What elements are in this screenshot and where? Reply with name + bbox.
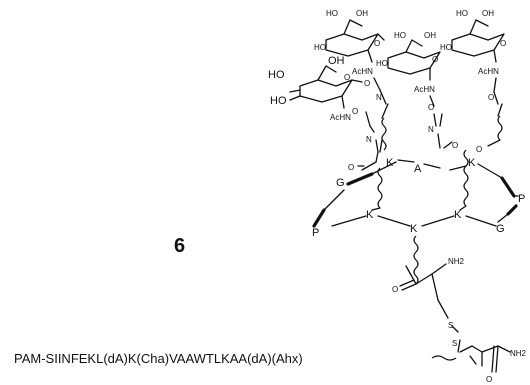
linker-2-n: N [376, 93, 382, 102]
sugar-3-oh-b: OH [424, 31, 436, 40]
cys-bottom-carbonyl-o: O [486, 375, 492, 384]
scaffold-k-center: K [410, 223, 418, 235]
sugar-2: HO OH HO O AcHN [314, 9, 385, 76]
linker-1: O N O [348, 107, 383, 172]
sugar-4-ho-a: HO [456, 9, 468, 18]
linker-4: O O [476, 77, 503, 154]
sugar-2-ho-a: HO [326, 9, 338, 18]
sugar-4: HO OH HO O AcHN [440, 9, 506, 76]
sugar-1-ho-c: HO [270, 95, 287, 107]
sugar-4-oh-b: OH [482, 9, 494, 18]
linker-1-n: N [366, 135, 372, 144]
peptide-sequence: PAM-SIINFEKL(dA)K(Cha)VAAWTLKAA(dA)(Ahx) [14, 351, 303, 366]
scaffold-g-left: G [336, 177, 345, 189]
linker-3: O N O [428, 95, 458, 150]
linker-3-o: O [428, 103, 434, 112]
compound-number: 6 [174, 235, 185, 257]
sugar-3-ho-c: HO [376, 59, 388, 68]
cys-top-carbonyl-o: O [392, 285, 398, 294]
sugar-3: HO OH HO O AcHN [376, 31, 441, 94]
sugar-4-ring-o: O [500, 39, 506, 48]
sugar-1-anomeric-o: O [364, 79, 370, 88]
scaffold-k-upper-right: K [468, 157, 476, 169]
cysteine-bottom: NH2 O [431, 345, 527, 384]
sugar-3-ho-a: HO [394, 31, 406, 40]
linker-1-o: O [352, 107, 358, 116]
scaffold-a: A [414, 163, 422, 175]
disulfide-s-2: S [452, 339, 457, 348]
scaffold-g-right: G [496, 223, 505, 235]
scaffold-k-lower-right: K [454, 209, 462, 221]
scaffold-k-upper-left: K [386, 157, 394, 169]
disulfide-s-1: S [448, 321, 453, 330]
linker-4-o: O [488, 93, 494, 102]
sugar-1: HO OH HO O AcHN O [268, 55, 370, 122]
sugar-1-acnh: AcHN [330, 113, 351, 122]
linker-4-carbonyl-o: O [476, 145, 482, 154]
cys-top-amine: NH2 [448, 257, 465, 266]
sugar-2-ho-c: HO [314, 43, 326, 52]
sugar-4-ho-c: HO [440, 43, 452, 52]
sugar-3-ring-o: O [432, 55, 438, 64]
sugar-3-acnh: AcHN [414, 85, 435, 94]
cyclic-scaffold: K A K G P P K K K G [312, 149, 525, 239]
scaffold-p-right: P [518, 193, 525, 205]
sugar-2-ring-o: O [374, 39, 380, 48]
linker-3-n: N [428, 125, 434, 134]
sugar-2-acnh: AcHN [352, 67, 373, 76]
linker-2: N [373, 77, 389, 151]
linker-1-carbonyl-o: O [348, 163, 354, 172]
sugar-2-oh-b: OH [356, 9, 368, 18]
linker-3-carbonyl-o: O [452, 141, 458, 150]
sugar-1-ho-a: HO [268, 69, 285, 81]
scaffold-p-left: P [312, 227, 319, 239]
sugar-1-ring-o: O [344, 73, 350, 82]
scaffold-k-lower-left: K [366, 209, 374, 221]
cys-bottom-amine: NH2 [510, 349, 527, 358]
disulfide-bridge: S S [448, 321, 461, 353]
sugar-4-acnh: AcHN [478, 67, 499, 76]
sugar-1-oh-b: OH [328, 55, 345, 67]
cysteine-top: O NH2 [392, 235, 465, 319]
